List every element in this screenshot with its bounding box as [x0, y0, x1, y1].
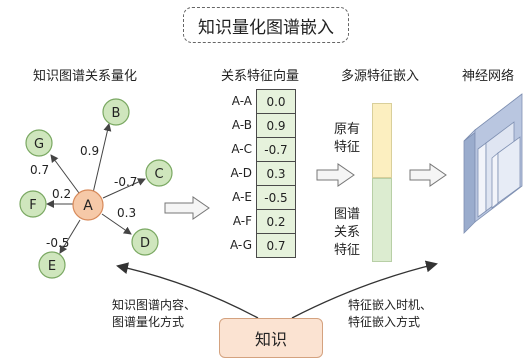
weight-a-g: 0.7 [30, 163, 49, 177]
arrow-knowledge-to-graph [116, 262, 259, 319]
section-title-vector: 关系特征向量 [221, 69, 300, 84]
graph-feature-label: 图谱 关系 特征 [334, 206, 360, 260]
graph-feature-bar [372, 178, 392, 262]
graph-feature-line1: 图谱 [334, 207, 361, 222]
node-d-label: D [140, 236, 150, 251]
vector-cell: 0.7 [256, 233, 296, 258]
right-note-line1: 特征嵌入时机、 [348, 298, 433, 312]
arrow-fusion-to-network [409, 163, 447, 187]
edge-a-c [102, 178, 146, 199]
weight-a-e: -0.5 [46, 236, 69, 250]
node-c-label: C [154, 167, 163, 182]
original-feature-bar [372, 103, 392, 178]
page-title: 知识量化图谱嵌入 [183, 7, 349, 43]
neural-network-icon [463, 93, 523, 234]
original-feature-line1: 原有 [334, 122, 361, 137]
node-f: F [19, 190, 47, 218]
graph-feature-line2: 关系 [334, 225, 361, 240]
vector-cell: -0.5 [256, 185, 296, 210]
row-label-a-g: A-G [229, 238, 252, 252]
arrow-knowledge-to-fusion [291, 260, 438, 319]
row-label-a-a: A-A [231, 94, 252, 108]
vector-cell: 0.3 [256, 161, 296, 186]
edge-a-g [50, 154, 80, 194]
relation-feature-vector: 0.0 0.9 -0.7 0.3 -0.5 0.2 0.7 [256, 89, 296, 258]
weight-a-b: 0.9 [80, 144, 99, 158]
section-title-fusion: 多源特征嵌入 [341, 69, 420, 84]
node-e: E [38, 251, 66, 279]
weight-a-d: 0.3 [117, 206, 136, 220]
graph-feature-line3: 特征 [334, 243, 361, 258]
left-note-line2: 图谱量化方式 [112, 315, 185, 329]
vector-cell: 0.0 [256, 89, 296, 114]
weight-a-c: -0.7 [114, 175, 137, 189]
node-f-label: F [29, 198, 36, 213]
left-note: 知识图谱内容、 图谱量化方式 [112, 297, 196, 331]
row-label-a-f: A-F [232, 214, 252, 228]
weight-a-f: 0.2 [52, 187, 71, 201]
node-b: B [102, 98, 130, 126]
node-c: C [145, 159, 173, 187]
edge-a-e [59, 219, 81, 254]
arrow-graph-to-vector [164, 196, 210, 220]
vector-cell: 0.2 [256, 209, 296, 234]
node-b-label: B [112, 106, 121, 121]
section-title-network: 神经网络 [462, 69, 515, 84]
row-label-a-d: A-D [230, 166, 252, 180]
original-feature-line2: 特征 [334, 140, 361, 155]
arrow-vector-to-fusion [316, 163, 355, 187]
row-label-a-c: A-C [231, 142, 252, 156]
vector-cell: -0.7 [256, 137, 296, 162]
node-a-label: A [83, 198, 93, 214]
node-g-label: G [34, 137, 44, 152]
vector-cell: 0.9 [256, 113, 296, 138]
right-note: 特征嵌入时机、 特征嵌入方式 [348, 297, 432, 331]
section-title-graph: 知识图谱关系量化 [33, 69, 138, 84]
original-feature-label: 原有 特征 [334, 121, 360, 157]
right-note-line2: 特征嵌入方式 [348, 315, 421, 329]
row-label-a-e: A-E [232, 190, 252, 204]
edge-a-b [92, 123, 112, 194]
vector-row-labels: A-A A-B A-C A-D A-E A-F A-G [212, 89, 252, 257]
row-label-a-b: A-B [231, 118, 252, 132]
node-d: D [131, 228, 159, 256]
edge-a-d [101, 213, 132, 235]
knowledge-box: 知识 [219, 318, 323, 358]
node-a: A [72, 189, 104, 221]
node-g: G [25, 129, 53, 157]
left-note-line1: 知识图谱内容、 [112, 298, 197, 312]
node-e-label: E [48, 259, 56, 274]
